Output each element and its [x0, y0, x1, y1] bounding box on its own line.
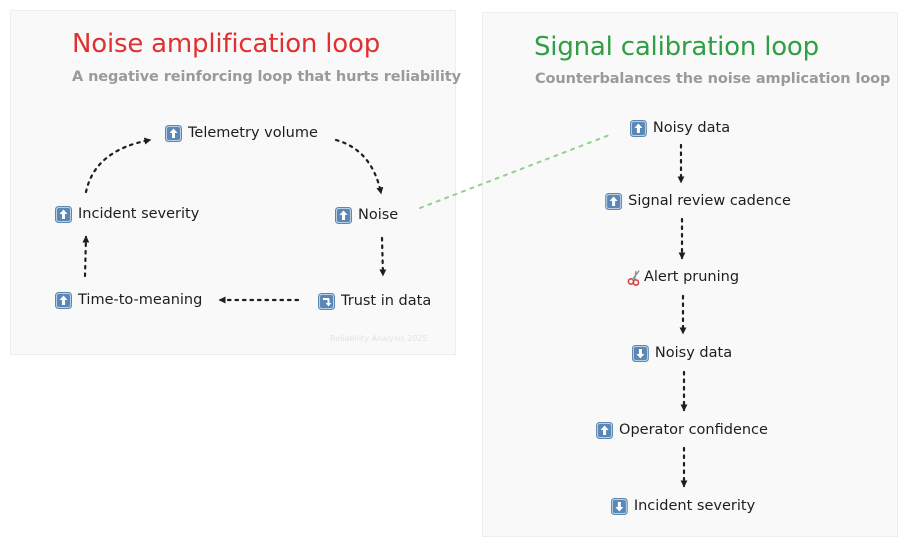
arrow-noise-to-trust	[379, 236, 387, 277]
down-arrow-icon	[610, 497, 628, 515]
node-label: Signal review cadence	[628, 193, 791, 209]
node-incident-severity: Incident severity	[55, 204, 199, 224]
scissors-icon	[627, 269, 644, 286]
node-noisy-data-down: Noisy data	[631, 343, 733, 363]
up-arrow-icon	[596, 421, 614, 439]
node-incident-severity-down: Incident severity	[610, 496, 756, 516]
node-label: Trust in data	[341, 293, 432, 309]
node-label: Incident severity	[633, 498, 756, 514]
node-noise: Noise	[335, 205, 398, 225]
up-arrow-icon	[629, 119, 647, 137]
up-arrow-icon	[55, 205, 72, 223]
arrow-time-to-severity	[82, 235, 90, 278]
node-label: Time-to-meaning	[78, 292, 203, 308]
node-label: Noisy data	[652, 120, 731, 136]
node-noisy-data-up: Noisy data	[629, 118, 731, 138]
node-label: Telemetry volume	[188, 125, 318, 141]
signal-calibration-panel	[482, 12, 898, 537]
node-telemetry-volume: Telemetry volume	[165, 123, 318, 143]
link-noise-to-noisy-data	[419, 133, 613, 209]
node-label: Operator confidence	[619, 422, 768, 438]
node-label: Noise	[358, 207, 399, 223]
node-signal-review-cadence: Signal review cadence	[605, 191, 791, 211]
left-panel-title: Noise amplification loop	[72, 29, 381, 59]
watermark: Reliability Analysis 2025	[330, 334, 428, 343]
up-arrow-icon	[55, 291, 72, 309]
node-time-to-meaning: Time-to-meaning	[55, 290, 202, 310]
down-arrow-icon	[631, 344, 649, 362]
node-label: Noisy data	[654, 345, 733, 361]
down-turn-arrow-icon	[318, 292, 335, 310]
node-label: Incident severity	[78, 206, 200, 222]
up-arrow-icon	[165, 124, 182, 142]
node-operator-confidence: Operator confidence	[596, 420, 768, 440]
up-arrow-icon	[605, 192, 623, 210]
node-trust-in-data: Trust in data	[318, 291, 431, 311]
noise-amplification-panel	[10, 10, 456, 355]
arrow-telemetry-to-noise	[334, 138, 384, 195]
left-panel-subtitle: A negative reinforcing loop that hurts r…	[72, 69, 461, 85]
node-alert-pruning: Alert pruning	[627, 267, 739, 287]
up-arrow-icon	[335, 206, 352, 224]
right-panel-subtitle: Counterbalances the noise amplication lo…	[535, 71, 891, 87]
node-label: Alert pruning	[643, 269, 740, 285]
right-panel-title: Signal calibration loop	[534, 32, 819, 62]
arrow-severity-to-telemetry	[84, 137, 152, 194]
